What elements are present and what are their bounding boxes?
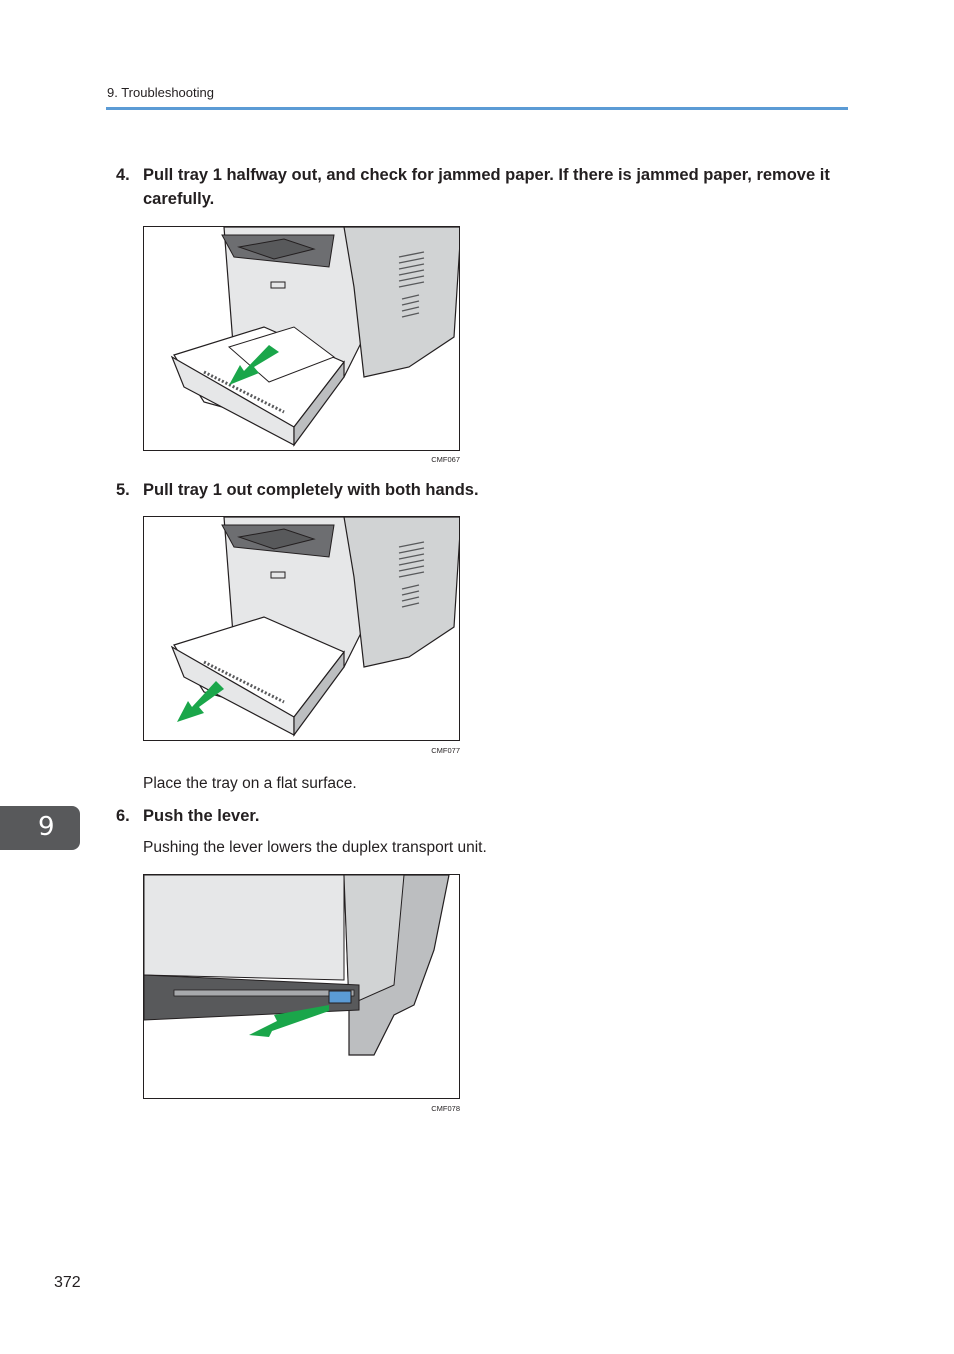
figure-push-lever (143, 874, 460, 1099)
step-6-note: Pushing the lever lowers the duplex tran… (143, 839, 487, 856)
header-rule (106, 107, 848, 110)
figure-code: CMF077 (431, 746, 460, 755)
step-4-text: Pull tray 1 halfway out, and check for j… (143, 166, 830, 208)
step-5-text: Pull tray 1 out completely with both han… (143, 481, 479, 499)
step-5-note: Place the tray on a flat surface. (143, 775, 357, 792)
figure-tray-out (143, 516, 460, 741)
step-6-number: 6. (116, 807, 130, 825)
printer-tray-out-illustration (170, 517, 459, 737)
chapter-number: 9 (38, 812, 55, 842)
chapter-tab: 9 (0, 806, 80, 850)
step-6-text: Push the lever. (143, 807, 260, 825)
step-5: 5. Pull tray 1 out completely with both … (116, 478, 848, 502)
page-number: 372 (54, 1274, 81, 1291)
figure-code: CMF078 (431, 1104, 460, 1113)
step-4: 4. Pull tray 1 halfway out, and check fo… (116, 163, 848, 211)
step-5-number: 5. (116, 481, 130, 499)
figure-tray-half-out (143, 226, 460, 451)
figure-code: CMF067 (431, 455, 460, 464)
step-6: 6. Push the lever. (116, 804, 848, 828)
lever-illustration (144, 875, 450, 1056)
printer-tray-half-illustration (170, 227, 459, 447)
step-4-number: 4. (116, 166, 130, 184)
running-header: 9. Troubleshooting (107, 85, 214, 100)
